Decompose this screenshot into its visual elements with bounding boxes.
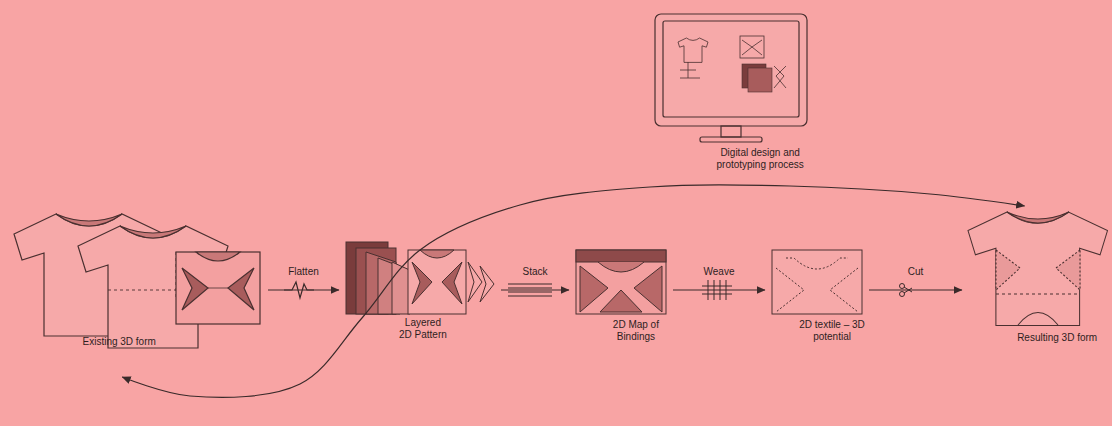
stage-figure: 2D textile – 3D potential <box>768 246 866 369</box>
feedback-curve <box>122 185 1024 398</box>
process-arrow <box>869 289 962 290</box>
edge-label: Cut <box>908 266 924 278</box>
binding-map-drawing <box>576 250 666 314</box>
stage-caption: 2D Map of Bindings <box>602 319 670 343</box>
shirt-drawing <box>14 214 260 348</box>
process-monitor: Digital design and prototyping process <box>650 8 814 197</box>
stage-caption: Digital design and prototyping process <box>706 147 814 171</box>
stage-figure: Layered 2D Pattern <box>342 238 498 355</box>
stage-caption: 2D textile – 3D potential <box>798 319 866 343</box>
stage-caption: Existing 3D form <box>82 336 155 348</box>
result-shirt-drawing <box>968 212 1108 325</box>
process-arrow <box>501 289 569 290</box>
textile-drawing <box>772 250 862 314</box>
process-arrow <box>673 289 765 290</box>
stage-caption: Resulting 3D form <box>1017 332 1097 344</box>
stage-figure: Resulting 3D form <box>965 208 1107 358</box>
stage-figure: Existing 3D form <box>10 205 265 374</box>
stage-figure: 2D Map of Bindings <box>572 246 670 357</box>
edge-label: Flatten <box>288 266 319 278</box>
monitor-drawing <box>655 14 807 142</box>
process-arrow <box>268 289 339 290</box>
edge-label: Weave <box>704 266 735 278</box>
stage-caption: Layered 2D Pattern <box>398 317 448 341</box>
layered-pattern-drawing <box>346 242 494 314</box>
edge-label: Stack <box>522 266 547 278</box>
